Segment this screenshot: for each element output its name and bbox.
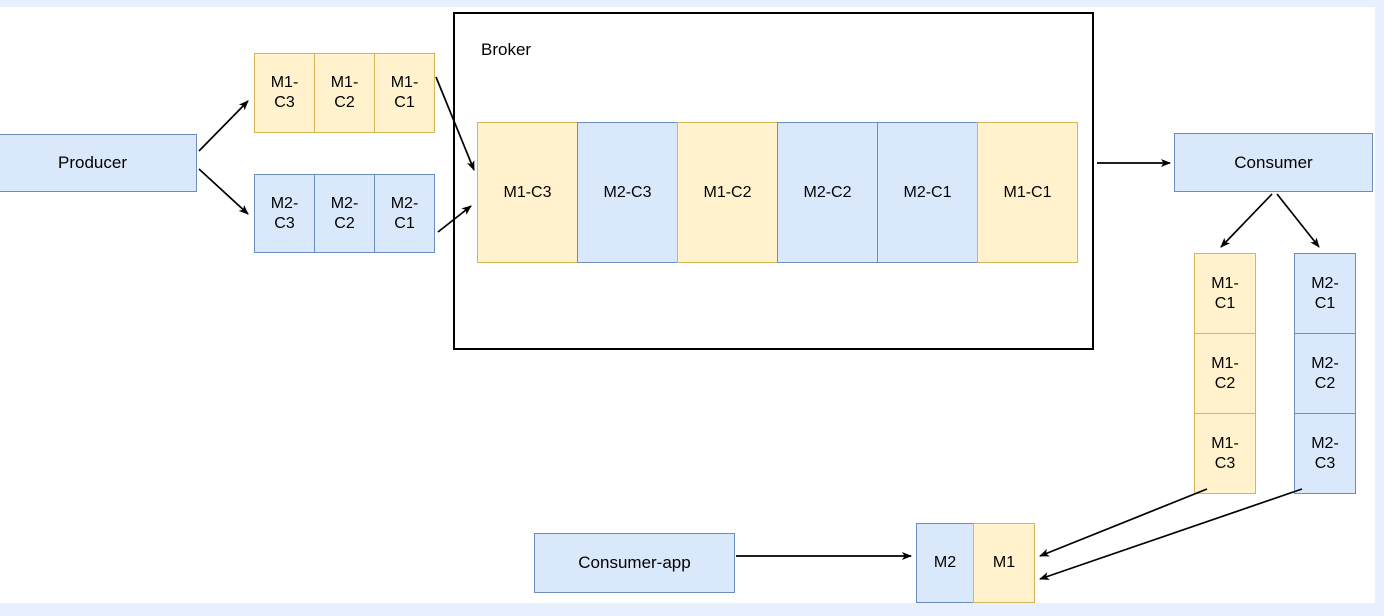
stack-cell-m2-c2: M2- C2 bbox=[1294, 333, 1356, 414]
queue-cell-m2-c3: M2- C3 bbox=[254, 174, 315, 253]
cell-line: C1 bbox=[394, 214, 415, 232]
cell-line: C3 bbox=[274, 94, 295, 111]
cell-line: C1 bbox=[1314, 294, 1336, 312]
consumer-stack-m2: M2- C1 M2- C2 M2- C3 bbox=[1294, 253, 1356, 494]
queue-cell-m1-c1: M1- C1 bbox=[374, 53, 435, 133]
cell-line: M2- bbox=[1311, 354, 1339, 372]
cell-line: C1 bbox=[1214, 294, 1236, 312]
producer-queue-m1: M1- C3 M1- C2 M1- C1 bbox=[254, 53, 435, 133]
cell-label: M1-C3 bbox=[503, 183, 552, 201]
broker-cell-m2-c2: M2-C2 bbox=[777, 122, 878, 263]
cell-line: C2 bbox=[1314, 374, 1336, 392]
merged-message-m1: M1 bbox=[973, 523, 1035, 603]
cell-line: M1- bbox=[1211, 274, 1239, 292]
cell-line: M1- bbox=[270, 74, 299, 91]
stack-cell-m2-c1: M2- C1 bbox=[1294, 253, 1356, 334]
stack-cell-m1-c2: M1- C2 bbox=[1194, 333, 1256, 414]
cell-line: M1- bbox=[330, 74, 359, 91]
broker-cell-m1-c2: M1-C2 bbox=[677, 122, 778, 263]
cell-line: M2- bbox=[1311, 434, 1339, 452]
cell-label: M1-C2 bbox=[703, 183, 752, 201]
queue-cell-m1-c3: M1- C3 bbox=[254, 53, 315, 133]
consumer-app-label: Consumer-app bbox=[578, 553, 691, 572]
consumer-node: Consumer bbox=[1174, 133, 1373, 192]
queue-cell-m1-c2: M1- C2 bbox=[314, 53, 375, 133]
cell-line: C3 bbox=[1214, 454, 1236, 472]
cell-line: C2 bbox=[334, 94, 355, 111]
cell-label: M2 bbox=[933, 554, 957, 571]
cell-label: M2-C1 bbox=[903, 183, 952, 201]
consumer-stack-m1: M1- C1 M1- C2 M1- C3 bbox=[1194, 253, 1256, 494]
cell-label: M1-C1 bbox=[1003, 183, 1052, 201]
stack-cell-m1-c1: M1- C1 bbox=[1194, 253, 1256, 334]
queue-cell-m2-c1: M2- C1 bbox=[374, 174, 435, 253]
producer-queue-m2: M2- C3 M2- C2 M2- C1 bbox=[254, 174, 435, 253]
broker-queue: M1-C3 M2-C3 M1-C2 M2-C2 M2-C1 M1-C1 bbox=[477, 122, 1081, 263]
queue-cell-m2-c2: M2- C2 bbox=[314, 174, 375, 253]
consumer-label: Consumer bbox=[1234, 152, 1313, 172]
stack-cell-m1-c3: M1- C3 bbox=[1194, 413, 1256, 494]
cell-line: M2- bbox=[270, 194, 299, 212]
cell-line: M2- bbox=[330, 194, 359, 212]
stack-cell-m2-c3: M2- C3 bbox=[1294, 413, 1356, 494]
cell-line: C2 bbox=[334, 214, 355, 232]
cell-line: C3 bbox=[1314, 454, 1336, 472]
cell-label: M1 bbox=[992, 554, 1016, 571]
consumer-app-node: Consumer-app bbox=[534, 533, 735, 593]
cell-label: M2-C3 bbox=[603, 183, 652, 201]
cell-line: C1 bbox=[394, 94, 415, 111]
broker-cell-m2-c1: M2-C1 bbox=[877, 122, 978, 263]
cell-line: M2- bbox=[390, 194, 419, 212]
broker-label: Broker bbox=[481, 40, 532, 59]
cell-line: M1- bbox=[1211, 354, 1239, 372]
cell-line: M2- bbox=[1311, 274, 1339, 292]
diagram-canvas: Producer M1- C3 M1- C2 M1- C1 M2- C3 bbox=[0, 7, 1375, 603]
cell-line: C3 bbox=[274, 214, 295, 232]
broker-cell-m1-c3: M1-C3 bbox=[477, 122, 578, 263]
producer-label: Producer bbox=[58, 153, 127, 172]
cell-line: C2 bbox=[1214, 374, 1236, 392]
broker-cell-m1-c1: M1-C1 bbox=[977, 122, 1078, 263]
producer-node: Producer bbox=[0, 134, 197, 192]
broker-cell-m2-c3: M2-C3 bbox=[577, 122, 678, 263]
cell-line: M1- bbox=[390, 74, 419, 91]
broker-node: Broker M1-C3 M2-C3 M1-C2 M2-C2 M2-C1 bbox=[453, 12, 1094, 350]
cell-label: M2-C2 bbox=[803, 183, 852, 201]
merged-message-m2: M2 bbox=[916, 523, 974, 603]
cell-line: M1- bbox=[1211, 434, 1239, 452]
